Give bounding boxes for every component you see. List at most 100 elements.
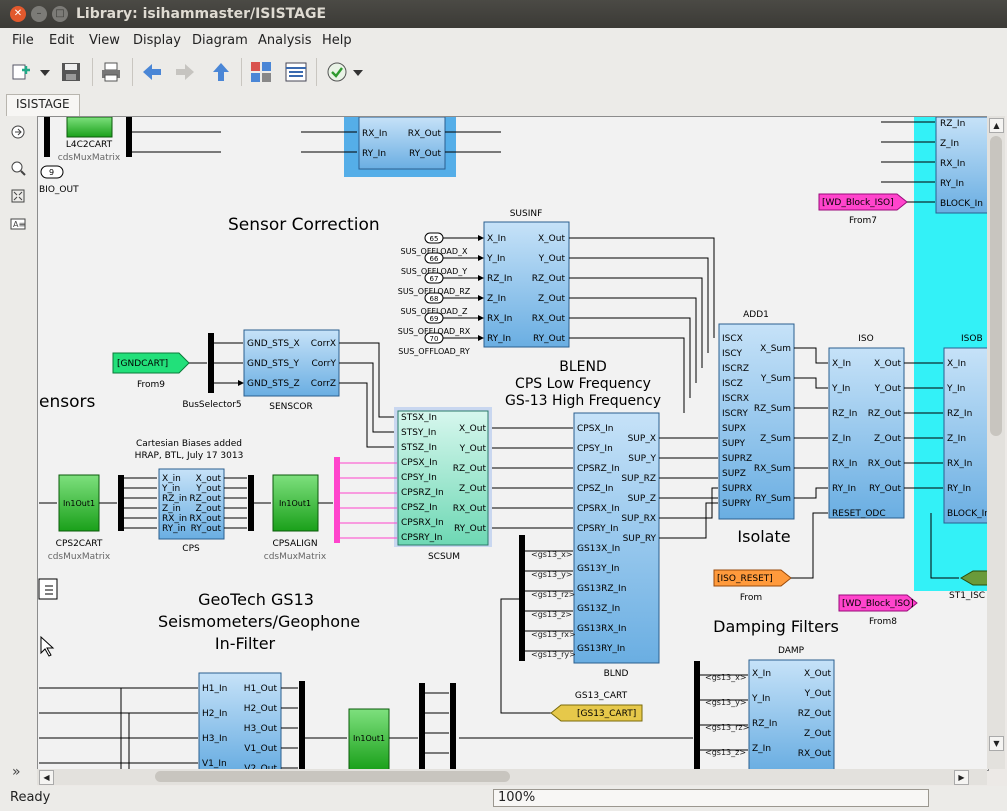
iso-ports-outputs-2: RZ_Out xyxy=(868,409,902,419)
maximize-window-button[interactable]: □ xyxy=(52,6,68,22)
blnd-name: BLND xyxy=(604,669,629,679)
vertical-scrollbar[interactable]: ▲ ▼ xyxy=(987,116,1005,769)
vertical-scroll-thumb[interactable] xyxy=(990,136,1002,436)
menu-view[interactable]: View xyxy=(89,33,120,48)
check-dropdown-icon[interactable] xyxy=(351,60,365,84)
cps-ports-outputs-3: Z_out xyxy=(196,504,222,514)
blnd-ports-inputs-4: CPSRX_In xyxy=(577,504,620,514)
sensors-label: ensors xyxy=(39,392,95,412)
horizontal-scroll-thumb[interactable] xyxy=(155,771,510,782)
library-browser-icon[interactable] xyxy=(249,60,273,84)
scroll-left-icon[interactable]: ◀ xyxy=(39,770,54,785)
susinf-ports-inputs-3: Z_In xyxy=(487,294,506,304)
blend-title-0: BLEND xyxy=(559,359,607,375)
cart-biases-0: Cartesian Biases added xyxy=(136,439,242,449)
model-explorer-icon[interactable] xyxy=(284,60,308,84)
left-palette: A≡ » xyxy=(0,116,37,786)
add1-ports-inputs-4: ISCRX xyxy=(722,394,749,404)
cps-ports-inputs-1: Y_in xyxy=(161,484,180,494)
susinf-ports-outputs-5: RY_Out xyxy=(533,334,565,344)
add1-ports-outputs-0: X_Sum xyxy=(760,344,791,354)
cps-ports-outputs-2: RZ_out xyxy=(189,494,221,504)
iso-ports-inputs-0: X_In xyxy=(832,359,851,369)
gndcart-tag: [GNDCART] xyxy=(117,359,168,369)
scroll-down-icon[interactable]: ▼ xyxy=(989,736,1004,751)
senscor-ports-inputs-2: GND_STS_Z xyxy=(247,379,300,389)
annotation-icon[interactable]: A≡ xyxy=(10,216,26,232)
susinf-ports-outputs-2: RZ_Out xyxy=(532,274,566,284)
susinf-inport-label-1: SUS_OFFLOAD_Y xyxy=(401,267,467,276)
menu-file[interactable]: File xyxy=(12,33,34,48)
l4c2cart-name: L4C2CART xyxy=(66,140,113,150)
add1-ports-outputs-1: Y_Sum xyxy=(760,374,791,384)
st1-iso-label: ST1_ISC xyxy=(949,591,985,601)
horizontal-scrollbar[interactable]: ◀ ▶ xyxy=(37,769,987,785)
tr-ports-inputs-1: Z_In xyxy=(940,139,959,149)
status-text: Ready xyxy=(10,790,51,805)
save-icon[interactable] xyxy=(59,60,83,84)
iso-reset-label: From xyxy=(740,593,762,603)
add1-ports-outputs-4: RX_Sum xyxy=(754,464,791,474)
forward-icon[interactable] xyxy=(173,60,197,84)
blnd-ports-inputs-7: GS13Y_In xyxy=(577,564,620,574)
sensor-correction-label: Sensor Correction xyxy=(228,215,380,235)
l4c2cart-sub: cdsMuxMatrix xyxy=(58,153,121,163)
check-icon[interactable] xyxy=(325,60,349,84)
damp-ports-inputs-2: RZ_In xyxy=(752,719,777,729)
iso-ports-outputs-0: X_Out xyxy=(874,359,901,369)
blend-title-2: GS-13 High Frequency xyxy=(505,393,661,409)
blnd-ports-inputs-11: GS13RY_In xyxy=(577,644,625,654)
back-icon[interactable] xyxy=(140,60,164,84)
close-window-button[interactable]: ✕ xyxy=(10,6,26,22)
scsum-ports-inputs-7: CPSRX_In xyxy=(401,518,444,528)
iso-ports-outputs-5: RY_Out xyxy=(869,484,901,494)
menu-analysis[interactable]: Analysis xyxy=(258,33,312,48)
damp-sig-1: <gs13_y> xyxy=(705,698,747,707)
susinf-ports-inputs-0: X_In xyxy=(487,234,506,244)
cps-ports-inputs-5: RY_in xyxy=(162,524,186,534)
isolate-label: Isolate xyxy=(737,527,790,546)
scsum-ports-inputs-3: CPSX_In xyxy=(401,458,437,468)
scsum-ports-inputs-5: CPSRZ_In xyxy=(401,488,444,498)
iso-reset-tag: [ISO_RESET] xyxy=(717,574,773,584)
damp-ports-inputs-3: Z_In xyxy=(752,744,771,754)
expand-palette-icon[interactable]: » xyxy=(12,764,21,780)
tr-ports-inputs-3: RY_In xyxy=(940,179,964,189)
iso-ports-inputs-1: Y_In xyxy=(831,384,850,394)
cps-name: CPS xyxy=(182,544,200,554)
gs13-sig-2: <gs13_rz> xyxy=(531,590,575,599)
scroll-up-icon[interactable]: ▲ xyxy=(989,118,1004,133)
up-icon[interactable] xyxy=(209,60,233,84)
damping-label: Damping Filters xyxy=(713,617,839,636)
tab-isistage[interactable]: ISISTAGE xyxy=(6,94,80,117)
scsum-ports-outputs-1: Y_Out xyxy=(459,444,487,454)
top-block-in-0: RX_In xyxy=(362,129,387,139)
add1-ports-inputs-5: ISCRY xyxy=(722,409,748,419)
menu-diagram[interactable]: Diagram xyxy=(192,33,248,48)
iso-ports-outputs-1: Y_Out xyxy=(874,384,902,394)
blnd-ports-inputs-2: CPSRZ_In xyxy=(577,464,620,474)
diagram-canvas[interactable]: RX_In RY_In RX_Out RY_Out L4C2CART cdsMu… xyxy=(37,116,989,771)
minimize-window-button[interactable]: – xyxy=(31,6,47,22)
zoom-icon[interactable] xyxy=(10,160,26,176)
scsum-ports-inputs-1: STSY_In xyxy=(401,428,436,438)
fit-icon[interactable] xyxy=(10,188,26,204)
blnd-ports-outputs-1: SUP_Y xyxy=(628,454,656,464)
new-model-dropdown-icon[interactable] xyxy=(38,60,52,84)
susinf-inport-num-4: 69 xyxy=(430,315,439,323)
menu-display[interactable]: Display xyxy=(133,33,181,48)
menu-help[interactable]: Help xyxy=(322,33,352,48)
scsum-ports-inputs-6: CPSZ_In xyxy=(401,503,437,513)
print-icon[interactable] xyxy=(99,60,123,84)
pointer-icon[interactable] xyxy=(10,124,26,140)
add1-ports-outputs-3: Z_Sum xyxy=(760,434,791,444)
scroll-right-icon[interactable]: ▶ xyxy=(954,770,969,785)
blnd-ports-inputs-8: GS13RZ_In xyxy=(577,584,626,594)
new-model-icon[interactable] xyxy=(10,60,34,84)
damp-ports-outputs-2: RZ_Out xyxy=(798,709,832,719)
geo-ports-inputs-1: H2_In xyxy=(202,709,227,719)
iso-name: ISO xyxy=(858,334,873,344)
menu-edit[interactable]: Edit xyxy=(49,33,75,48)
damp-ports-outputs-1: Y_Out xyxy=(804,689,832,699)
status-bar: Ready 100% xyxy=(0,786,1007,811)
